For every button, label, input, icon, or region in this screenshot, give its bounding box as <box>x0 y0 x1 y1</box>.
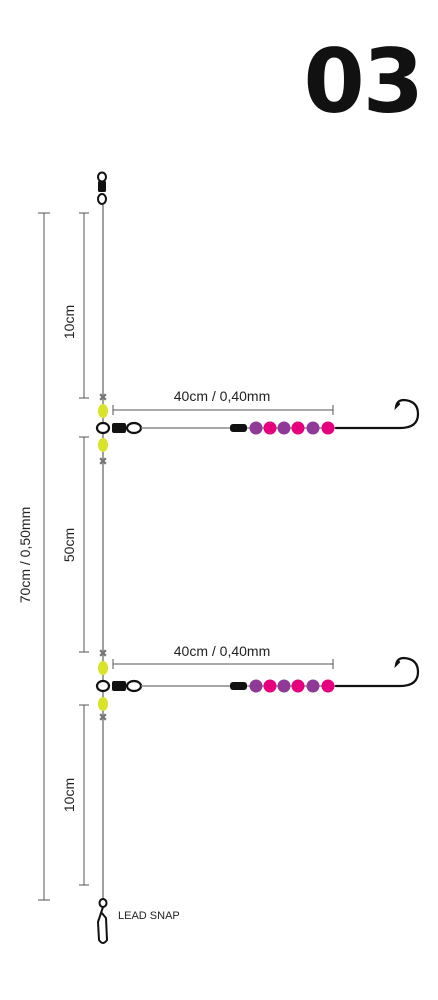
dropper-2-label: 40cm / 0,40mm <box>174 643 270 659</box>
total-length-label: 70cm / 0,50mm <box>17 507 33 603</box>
dropper-1-label: 40cm / 0,40mm <box>174 388 270 404</box>
crimp-icon: ✖ <box>98 648 107 660</box>
crimp-sleeve-icon <box>230 424 247 432</box>
dropper-2: 40cm / 0,40mm ✖ ✖ <box>95 643 420 724</box>
bead-string <box>249 421 335 435</box>
bead-icon <box>249 679 263 693</box>
lead-snap-icon <box>97 898 108 944</box>
stopper-bead-icon <box>98 697 108 711</box>
crimp-sleeve-icon <box>230 682 247 690</box>
bead-string <box>249 679 335 693</box>
top-swivel-icon <box>97 171 107 205</box>
middle-gap-dimension: 50cm <box>61 436 89 653</box>
lead-snap-label: LEAD SNAP <box>118 910 180 922</box>
bead-icon <box>306 679 320 693</box>
rig-number-title: 03 <box>304 30 422 133</box>
three-way-swivel-icon <box>95 679 143 693</box>
bead-icon <box>249 421 263 435</box>
three-way-swivel-icon <box>95 421 143 435</box>
middle-gap-label: 50cm <box>61 528 77 562</box>
bead-icon <box>321 679 335 693</box>
crimp-icon: ✖ <box>98 712 107 724</box>
dropper-1: 40cm / 0,40mm ✖ ✖ <box>95 388 420 468</box>
stopper-bead-icon <box>98 661 108 675</box>
bead-icon <box>277 679 291 693</box>
bottom-gap-label: 10cm <box>61 778 77 812</box>
bead-icon <box>291 679 305 693</box>
bead-icon <box>277 421 291 435</box>
bead-icon <box>291 421 305 435</box>
hook-icon <box>334 398 420 430</box>
top-gap-dimension: 10cm <box>61 212 89 399</box>
total-length-dimension: 70cm / 0,50mm <box>17 212 50 901</box>
bottom-gap-dimension: 10cm <box>61 704 89 886</box>
bead-icon <box>306 421 320 435</box>
top-gap-label: 10cm <box>61 305 77 339</box>
crimp-icon: ✖ <box>98 392 107 404</box>
hook-icon <box>334 656 420 688</box>
bead-icon <box>321 421 335 435</box>
stopper-bead-icon <box>98 404 108 418</box>
crimp-icon: ✖ <box>98 456 107 468</box>
bead-icon <box>263 679 277 693</box>
bead-icon <box>263 421 277 435</box>
stopper-bead-icon <box>98 438 108 452</box>
